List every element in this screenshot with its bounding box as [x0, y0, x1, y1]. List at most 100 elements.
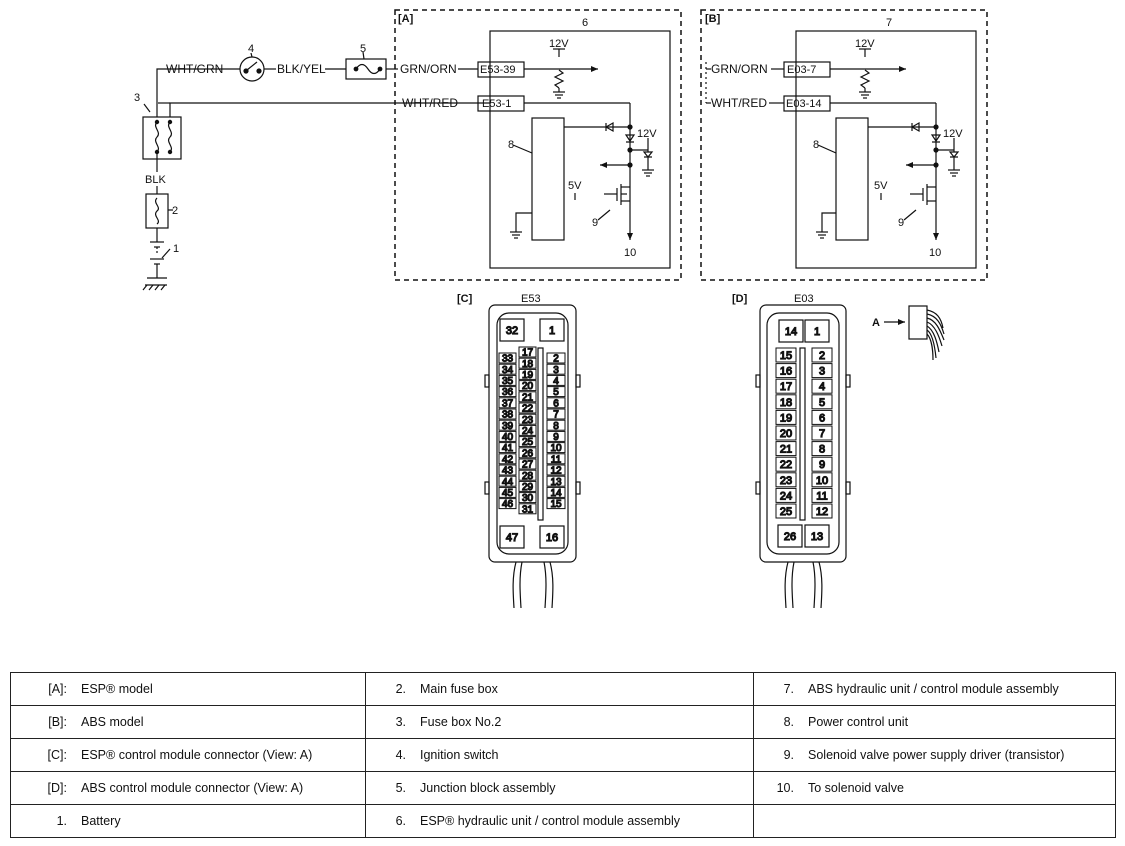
e03-pin-3-box: [811, 363, 833, 379]
e53-pin-32: 32: [506, 325, 518, 337]
legend-key: 10.: [776, 781, 794, 795]
e53-pin-36-box: [498, 386, 517, 398]
e53-pin-46: 46: [502, 499, 514, 510]
e03-pin-21-box: [775, 441, 797, 457]
e53-pin-42: 42: [502, 454, 514, 465]
e53-pin-29-box: [518, 480, 537, 492]
legend-cell: [B]:ABS model: [10, 705, 366, 739]
voltage-12v-A-top: 12V: [549, 38, 569, 50]
e53-pin-18-box: [518, 357, 537, 369]
e03-pin-15-box: [775, 347, 797, 363]
wire-label-wht-grn: WHT/GRN: [166, 62, 223, 76]
e03-pin-19-box: [775, 409, 797, 425]
pcu-box-A: [531, 117, 565, 241]
e53-pin-13: 13: [550, 477, 562, 488]
voltage-5v-B: 5V: [874, 180, 888, 192]
e53-pin-6-box: [546, 397, 566, 409]
voltage-12v-A-mid: 12V: [637, 128, 657, 140]
e53-pin-34: 34: [502, 365, 514, 376]
legend-text: Ignition switch: [420, 748, 499, 762]
e53-pin-35: 35: [502, 376, 514, 387]
e03-pin-16: 16: [780, 366, 792, 378]
e03-pin-2: 2: [819, 350, 825, 362]
voltage-12v-B-top: 12V: [855, 38, 875, 50]
e03-pin-14: 14: [785, 326, 797, 338]
e03-pin-8: 8: [819, 444, 825, 456]
callout-3: 3: [134, 92, 140, 104]
e03-pin-13: 13: [811, 531, 823, 543]
wire-label-grn-orn-B: GRN/ORN: [711, 62, 768, 76]
legend-key: 2.: [395, 682, 406, 696]
e03-pin-22-box: [775, 456, 797, 472]
wiring-diagram: 3214716333435363738394041424344454617181…: [134, 9, 988, 609]
e53-pin-27-box: [518, 458, 537, 470]
voltage-5v-A: 5V: [568, 180, 582, 192]
e53-pin-10-box: [546, 442, 566, 454]
legend-cell: 5.Junction block assembly: [365, 771, 754, 805]
wire-label-blk: BLK: [145, 174, 166, 186]
e53-pin-31-box: [518, 503, 537, 515]
terminal-label-e53-39: E53-39: [480, 64, 515, 76]
e53-pin-43-box: [498, 464, 517, 476]
e03-pin-12-box: [811, 503, 833, 519]
legend-cell: [753, 804, 1116, 838]
legend-text: ESP® control module connector (View: A): [81, 748, 313, 762]
legend-text: Fuse box No.2: [420, 715, 502, 729]
e03-pin-7: 7: [819, 428, 825, 440]
e53-pin-45-box: [498, 486, 517, 498]
legend-text: ABS hydraulic unit / control module asse…: [808, 682, 1059, 696]
e53-pin-42-box: [498, 453, 517, 465]
legend-text: Solenoid valve power supply driver (tran…: [808, 748, 1065, 762]
legend-cell: [C]:ESP® control module connector (View:…: [10, 738, 366, 772]
e53-pin-33-box: [498, 352, 517, 364]
legend-key: [D]:: [47, 781, 67, 795]
e53-pin-37-box: [498, 397, 517, 409]
region-label-B: [B]: [705, 13, 721, 25]
e53-pin-2-box: [546, 352, 566, 364]
e53-pin-14-box: [546, 486, 566, 498]
e03-pin-2-box: [811, 347, 833, 363]
e53-pin-40-box: [498, 430, 517, 442]
e03-pin-21: 21: [780, 444, 792, 456]
wire-label-wht-red-A: WHT/RED: [402, 96, 458, 110]
legend-key: 7.: [783, 682, 794, 696]
e53-pin-25: 25: [522, 437, 534, 448]
e03-pin-10-box: [811, 472, 833, 488]
e53-pin-38-box: [498, 408, 517, 420]
e53-pin-6: 6: [553, 398, 559, 409]
callout-5: 5: [360, 43, 366, 55]
e53-pin-29: 29: [522, 482, 534, 493]
e03-pin-4-box: [811, 378, 833, 394]
legend-text: Junction block assembly: [420, 781, 556, 795]
callout-4: 4: [248, 43, 254, 55]
legend-cell: 9.Solenoid valve power supply driver (tr…: [753, 738, 1116, 772]
legend-cell: 8.Power control unit: [753, 705, 1116, 739]
region-A-esp: [394, 9, 682, 281]
e53-pin-11: 11: [551, 454, 562, 465]
view-arrow: [884, 305, 945, 361]
legend-text: Main fuse box: [420, 682, 498, 696]
e53-pin-7-box: [546, 408, 566, 420]
diagram-labels: [A] 6 [B] 7 [C] E53 [D] E03 WHT/GRN BLK/…: [134, 13, 963, 329]
legend-key: 4.: [395, 748, 406, 762]
e03-pin-11: 11: [816, 490, 827, 502]
e53-pin-10: 10: [550, 443, 562, 454]
e03-pin-11-box: [811, 487, 833, 503]
power-source-circuit: [142, 51, 490, 291]
e53-pin-38: 38: [502, 410, 514, 421]
e53-pin-33: 33: [502, 354, 514, 365]
e03-pin-8-box: [811, 441, 833, 457]
e53-pin-22-box: [518, 402, 537, 414]
connector-name-E03: E03: [794, 293, 814, 305]
pcu-box-B: [835, 117, 869, 241]
e53-pin-17: 17: [522, 348, 534, 359]
e03-pin-15: 15: [780, 350, 792, 362]
e53-pin-13-box: [546, 475, 566, 487]
e53-pin-31: 31: [522, 504, 534, 515]
legend-cell: 7. ABS hydraulic unit / control module as…: [753, 672, 1116, 706]
e53-pin-43: 43: [502, 466, 514, 477]
callout-9-B: 9: [898, 217, 904, 229]
